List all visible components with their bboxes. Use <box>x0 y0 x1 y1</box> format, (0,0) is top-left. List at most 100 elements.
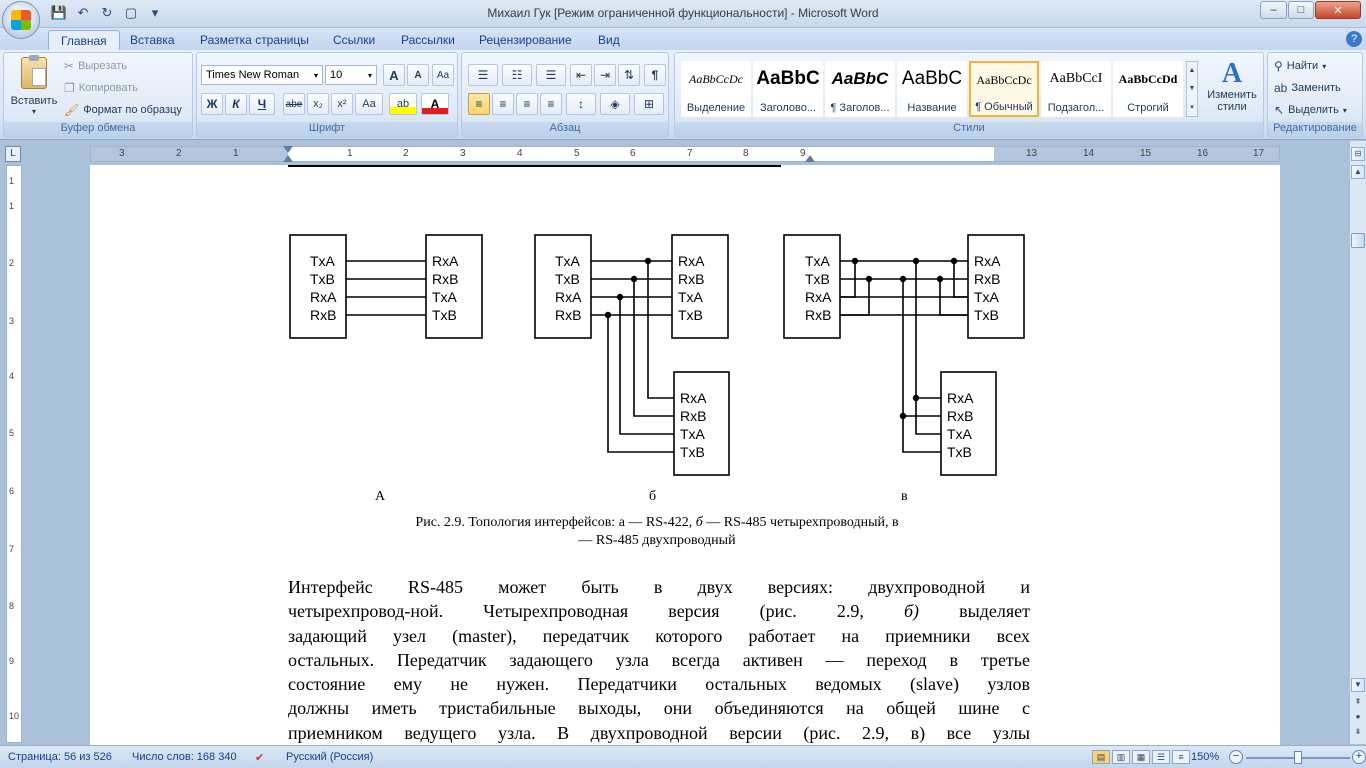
paragraph-line: Интерфейс RS-485 может быть в двух верси… <box>288 577 1030 597</box>
grow-font-button[interactable]: A <box>383 64 405 86</box>
tab-view[interactable]: Вид <box>598 33 620 47</box>
customize-qat-icon[interactable]: ▾ <box>151 5 159 20</box>
find-button[interactable]: ⚲Найти▾ <box>1274 56 1326 76</box>
scroll-up-icon[interactable]: ▲ <box>1351 165 1365 179</box>
zoom-level[interactable]: 150% <box>1191 751 1220 763</box>
copy-button[interactable]: ❐Копировать <box>64 78 138 98</box>
bullets-icon[interactable]: ☰ <box>468 64 498 86</box>
tab-page-layout[interactable]: Разметка страницы <box>200 33 309 47</box>
print-layout-view-icon[interactable]: ▤ <box>1092 750 1110 764</box>
document-icon[interactable]: ▢ <box>124 5 138 20</box>
format-painter-button[interactable]: 🖌Формат по образцу <box>64 100 182 120</box>
pin-label: TxA <box>680 426 706 442</box>
outline-view-icon[interactable]: ☰ <box>1152 750 1170 764</box>
multilevel-list-icon[interactable]: ☰ <box>536 64 566 86</box>
scroll-thumb[interactable] <box>1351 233 1365 248</box>
web-layout-view-icon[interactable]: ▦ <box>1132 750 1150 764</box>
save-icon[interactable]: 💾 <box>50 5 68 20</box>
scroll-down-icon[interactable]: ▼ <box>1351 678 1365 692</box>
zoom-in-icon[interactable]: + <box>1352 750 1366 764</box>
spellcheck-icon[interactable]: ✔ <box>255 752 265 764</box>
close-button[interactable]: ✕ <box>1315 1 1361 19</box>
subscript-button[interactable]: x₂ <box>307 93 329 115</box>
office-button[interactable] <box>2 1 40 39</box>
font-name-combobox[interactable]: Times New Roman▾ <box>201 65 323 85</box>
tab-home[interactable]: Главная <box>48 30 120 50</box>
page-count[interactable]: Страница: 56 из 526 <box>8 751 112 763</box>
font-size-combobox[interactable]: 10▾ <box>325 65 377 85</box>
paste-button[interactable]: Вставить ▾ <box>10 55 58 121</box>
junction-dot <box>899 275 907 283</box>
figure-label-b: б <box>649 489 657 504</box>
change-styles-button[interactable]: A Изменить стили <box>1203 59 1261 121</box>
justify-icon[interactable]: ≡ <box>540 93 562 115</box>
style-sample: AaBbC <box>831 69 889 88</box>
maximize-button[interactable]: □ <box>1288 1 1314 19</box>
help-icon[interactable]: ? <box>1346 31 1362 47</box>
cut-button[interactable]: ✂Вырезать <box>64 56 127 76</box>
underline-button[interactable]: Ч <box>249 93 275 115</box>
ribbon: Вставить ▾ ✂Вырезать ❐Копировать 🖌Формат… <box>0 50 1366 140</box>
browse-object-icon[interactable]: ● <box>1355 712 1361 721</box>
first-line-indent-marker[interactable] <box>283 146 293 153</box>
decrease-indent-icon[interactable]: ⇤ <box>570 64 592 86</box>
vertical-scrollbar[interactable]: ⊟ ▲ ▼ ⇞ ● ⇟ <box>1349 141 1366 744</box>
tab-review[interactable]: Рецензирование <box>479 33 572 47</box>
tab-mailings[interactable]: Рассылки <box>401 33 455 47</box>
pin-label: RxB <box>974 271 1000 287</box>
right-indent-marker[interactable] <box>805 155 815 162</box>
reading-view-icon[interactable]: ▥ <box>1112 750 1130 764</box>
split-icon[interactable]: ⊟ <box>1351 147 1365 161</box>
tab-references[interactable]: Ссылки <box>333 33 376 47</box>
bold-button[interactable]: Ж <box>201 93 223 115</box>
shrink-font-button[interactable]: A <box>407 64 429 86</box>
zoom-out-icon[interactable]: − <box>1229 750 1243 764</box>
shading-icon[interactable]: ◈ <box>600 93 630 115</box>
line-spacing-icon[interactable]: ↕ <box>566 93 596 115</box>
tab-selector[interactable]: L <box>5 146 21 162</box>
tab-insert[interactable]: Вставка <box>130 33 175 47</box>
font-color-button[interactable]: A <box>421 93 449 115</box>
hanging-indent-marker[interactable] <box>283 155 293 162</box>
change-case-button[interactable]: Aa <box>355 93 383 115</box>
node-box <box>425 234 483 339</box>
strikethrough-button[interactable]: abe <box>283 93 305 115</box>
align-left-icon[interactable]: ≡ <box>468 93 490 115</box>
next-page-icon[interactable]: ⇟ <box>1354 727 1362 736</box>
select-button[interactable]: ↖Выделить▾ <box>1274 100 1347 120</box>
sort-icon[interactable]: ⇅ <box>618 64 640 86</box>
undo-icon[interactable]: ↶ <box>77 5 89 20</box>
minimize-button[interactable]: – <box>1260 1 1287 19</box>
styles-gallery-scroll[interactable]: ▲▼▾ <box>1186 61 1198 117</box>
pin-label: RxB <box>805 307 831 323</box>
draft-view-icon[interactable]: ≡ <box>1172 750 1190 764</box>
numbering-icon[interactable]: ☷ <box>502 64 532 86</box>
clear-formatting-button[interactable]: Aa <box>432 64 454 86</box>
align-right-icon[interactable]: ≡ <box>516 93 538 115</box>
borders-icon[interactable]: ⊞ <box>634 93 664 115</box>
align-center-icon[interactable]: ≡ <box>492 93 514 115</box>
language[interactable]: Русский (Россия) <box>286 751 374 763</box>
zoom-slider-thumb[interactable] <box>1294 751 1302 764</box>
highlight-button[interactable]: ab <box>389 93 417 115</box>
redo-icon[interactable]: ↻ <box>101 5 113 20</box>
pin-label: TxA <box>678 289 704 305</box>
italic-button[interactable]: К <box>225 93 247 115</box>
superscript-button[interactable]: x² <box>331 93 353 115</box>
previous-page-icon[interactable]: ⇞ <box>1354 697 1362 706</box>
word-count[interactable]: Число слов: 168 340 <box>132 751 237 763</box>
pilcrow-icon[interactable]: ¶ <box>644 64 666 86</box>
style-normal[interactable]: AaBbCcDc¶ Обычный <box>969 61 1039 117</box>
ruler-number: 9 <box>800 148 806 159</box>
increase-indent-icon[interactable]: ⇥ <box>594 64 616 86</box>
style-heading2[interactable]: AaBbC¶ Заголов... <box>825 61 895 117</box>
